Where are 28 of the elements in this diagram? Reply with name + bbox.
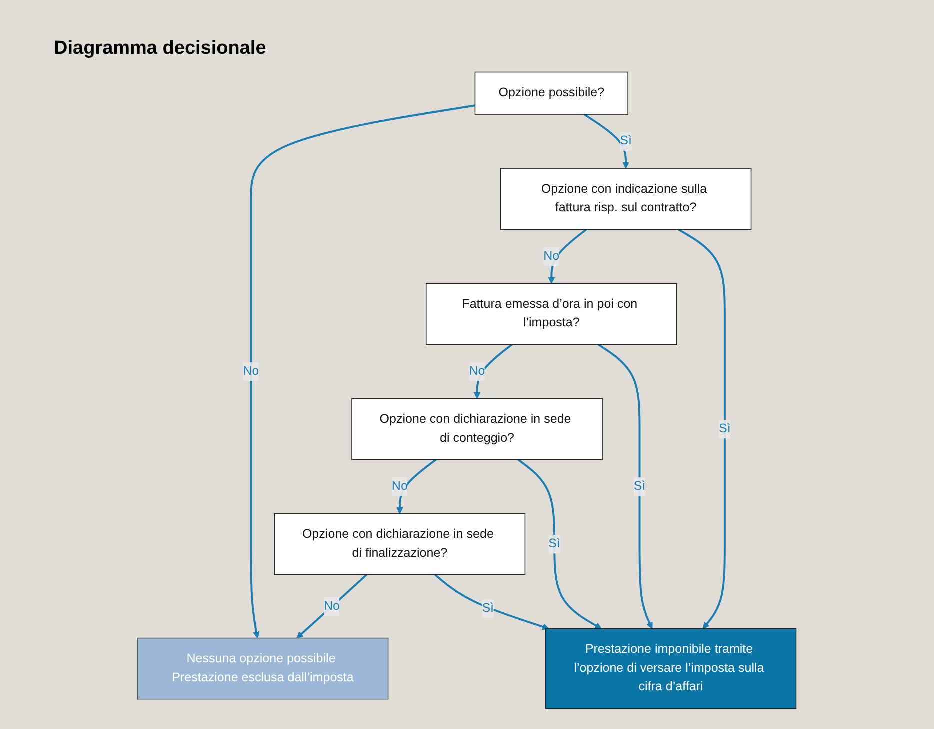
edge-label: Sì [548, 537, 561, 551]
node-box: Nessuna opzione possibile Prestazione esclusa dall’imposta [137, 638, 389, 700]
arrow [396, 459, 437, 514]
arrow [678, 228, 726, 630]
node-box: Prestazione imponibile tramite l’opzione di versare l’imposta sulla cifra d’affari [545, 628, 797, 710]
edge-label: No [324, 600, 340, 613]
arrow [250, 104, 476, 639]
node-box: Opzione con dichiarazione in sede di conteggio? [352, 398, 603, 460]
node-box: Opzione con indicazione sulla fattura risp. sul contratto? [500, 168, 752, 230]
diagram-title: Diagramma decisionale [54, 38, 268, 60]
arrow [598, 344, 653, 630]
node-box: Opzione con dichiarazione in sede di finalizzazione? [274, 513, 526, 576]
arrow [296, 574, 368, 639]
node-box: Fattura emessa d’ora in poi con l’imposta? [426, 283, 678, 346]
edge-label: Sì [482, 602, 494, 616]
arrow [518, 459, 602, 630]
edge-label: Sì [719, 422, 731, 436]
node-box: Opzione possibile? [474, 72, 628, 115]
arrow [584, 114, 630, 169]
edge-label: No [469, 364, 486, 378]
arrow [474, 344, 513, 400]
arrow [548, 228, 588, 284]
edge-label: No [243, 364, 260, 378]
arrow [434, 574, 550, 630]
edge-label: Sì [634, 480, 646, 494]
edge-label: No [544, 250, 560, 263]
edge-label: No [392, 480, 408, 494]
edge-label: Sì [620, 134, 632, 148]
